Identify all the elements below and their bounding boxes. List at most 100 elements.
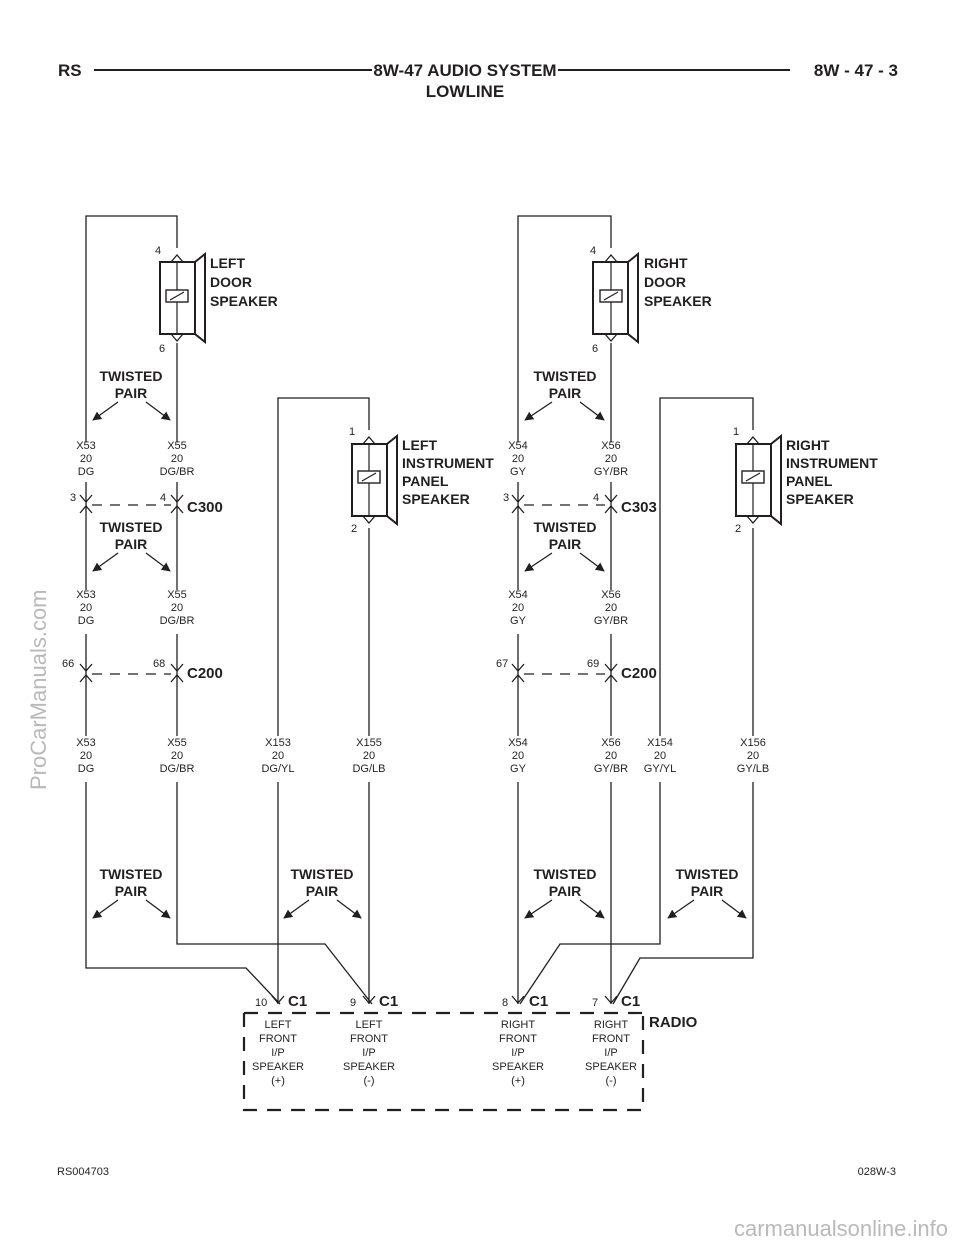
svg-text:FRONT: FRONT	[499, 1033, 537, 1045]
c303-pin-4	[604, 494, 618, 514]
header-title: 8W-47 AUDIO SYSTEM	[373, 61, 556, 80]
lip-pin-bottom: 2	[351, 523, 357, 535]
watermark-left: ProCarManuals.com	[26, 589, 51, 790]
radio-c1-pin-7	[604, 995, 618, 1004]
connector-c303: 3 4 C303	[503, 492, 657, 516]
lds-terminal-6	[170, 333, 184, 342]
svg-text:SPEAKER: SPEAKER	[252, 1061, 304, 1073]
svg-text:66: 66	[62, 658, 74, 670]
twisted-pair-7: TWISTED PAIR	[524, 866, 605, 919]
svg-text:C1: C1	[379, 993, 398, 1010]
svg-text:DG: DG	[78, 615, 95, 627]
twisted-pair-4: TWISTED PAIR	[524, 519, 605, 572]
svg-text:DG: DG	[78, 466, 95, 478]
svg-text:I/P: I/P	[271, 1047, 284, 1059]
svg-text:PAIR: PAIR	[549, 385, 581, 401]
rds-terminal-6	[604, 333, 618, 342]
twisted-pair-3: TWISTED PAIR	[524, 368, 605, 421]
connector-c300: 3 4 C300	[70, 492, 223, 516]
svg-text:SPEAKER: SPEAKER	[585, 1061, 637, 1073]
svg-text:I/P: I/P	[362, 1047, 375, 1059]
svg-text:DOOR: DOOR	[644, 274, 686, 290]
svg-text:X53: X53	[76, 737, 96, 749]
svg-text:20: 20	[171, 602, 183, 614]
svg-text:69: 69	[587, 658, 599, 670]
c200-pin-67	[511, 663, 525, 683]
svg-text:TWISTED: TWISTED	[534, 368, 597, 384]
svg-text:LEFT: LEFT	[265, 1019, 292, 1031]
rds-terminal-4	[604, 254, 618, 263]
radio-c1-pin-8	[511, 995, 525, 1004]
rip-terminal-2	[746, 515, 760, 524]
svg-text:20: 20	[171, 750, 183, 762]
svg-text:GY: GY	[510, 466, 527, 478]
svg-text:20: 20	[272, 750, 284, 762]
radio-c1-pin-9	[362, 995, 376, 1004]
svg-text:DG/BR: DG/BR	[160, 466, 195, 478]
wire-x154-top	[659, 397, 754, 736]
right-door-speaker: 4 6 RIGHT DOOR SPEAKER	[590, 245, 712, 355]
radio-pin-7: 7 C1 RIGHT FRONT I/P SPEAKER (-)	[585, 993, 640, 1087]
svg-text:68: 68	[153, 658, 165, 670]
svg-text:20: 20	[80, 750, 92, 762]
lds-pin-bottom: 6	[159, 343, 165, 355]
svg-text:SPEAKER: SPEAKER	[210, 293, 278, 309]
svg-text:LEFT: LEFT	[402, 437, 437, 453]
svg-text:C1: C1	[529, 993, 548, 1010]
svg-text:DOOR: DOOR	[210, 274, 252, 290]
svg-text:X56: X56	[601, 737, 621, 749]
svg-text:X55: X55	[167, 589, 187, 601]
radio-pin-9: 9 C1 LEFT FRONT I/P SPEAKER (-)	[343, 993, 398, 1087]
svg-text:TWISTED: TWISTED	[534, 866, 597, 882]
footer-left-code: RS004703	[57, 1166, 109, 1178]
svg-text:TWISTED: TWISTED	[100, 519, 163, 535]
svg-text:C303: C303	[621, 499, 657, 516]
svg-text:20: 20	[80, 602, 92, 614]
svg-text:20: 20	[512, 453, 524, 465]
lip-pin-top: 1	[349, 426, 355, 438]
rip-terminal-1	[746, 436, 760, 445]
splice-dashes	[92, 504, 605, 675]
svg-text:RIGHT: RIGHT	[786, 437, 830, 453]
svg-text:X54: X54	[508, 440, 528, 452]
rds-pin-bottom: 6	[592, 343, 598, 355]
rds-pin-top: 4	[590, 245, 596, 257]
svg-text:SPEAKER: SPEAKER	[402, 491, 470, 507]
radio-pin-10: 10 C1 LEFT FRONT I/P SPEAKER (+)	[252, 993, 307, 1087]
svg-text:(+): (+)	[271, 1075, 285, 1087]
svg-text:TWISTED: TWISTED	[100, 368, 163, 384]
c200-pin-69	[604, 663, 618, 683]
left-door-speaker: 4 6 LEFT DOOR SPEAKER	[155, 245, 278, 355]
svg-text:SPEAKER: SPEAKER	[492, 1061, 544, 1073]
svg-text:PAIR: PAIR	[115, 385, 147, 401]
watermark-bottom: carmanualsonline.info	[734, 1216, 948, 1241]
svg-text:C200: C200	[187, 665, 223, 682]
svg-text:C1: C1	[621, 993, 640, 1010]
header-page-number: 8W - 47 - 3	[814, 61, 898, 80]
svg-text:X53: X53	[76, 589, 96, 601]
c200-pin-68	[170, 663, 184, 683]
svg-text:TWISTED: TWISTED	[534, 519, 597, 535]
svg-text:20: 20	[605, 453, 617, 465]
wire-x153-top	[277, 397, 370, 736]
connector-c200-right: 67 69 C200	[496, 658, 657, 682]
svg-text:9: 9	[350, 997, 356, 1009]
twisted-pair-tags: TWISTED PAIR TWISTED PAIR TWISTED PAIR T…	[92, 368, 747, 919]
svg-text:FRONT: FRONT	[259, 1033, 297, 1045]
svg-text:PAIR: PAIR	[691, 883, 723, 899]
wire-x55-radio	[176, 782, 373, 1005]
header-subtitle: LOWLINE	[426, 82, 504, 101]
svg-text:INSTRUMENT: INSTRUMENT	[402, 455, 494, 471]
svg-text:GY/BR: GY/BR	[594, 466, 628, 478]
lds-pin-top: 4	[155, 245, 161, 257]
svg-text:X154: X154	[647, 737, 673, 749]
svg-text:20: 20	[363, 750, 375, 762]
